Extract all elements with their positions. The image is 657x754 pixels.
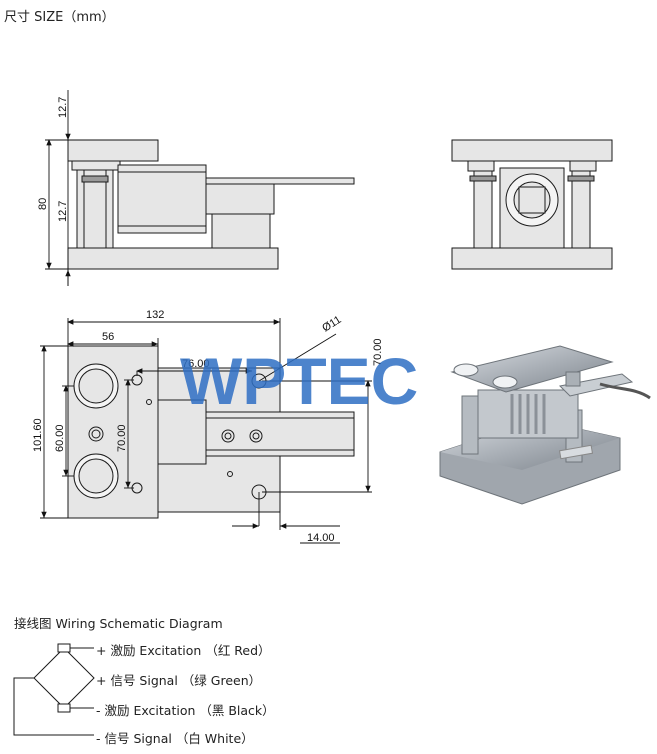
watermark-logo: WPTEC xyxy=(180,344,418,418)
side-view-dims xyxy=(45,90,158,286)
dim-width: 132 xyxy=(146,309,164,321)
wiring-schematic xyxy=(13,643,95,736)
dim-hole-span: 76.00 xyxy=(182,358,210,370)
wire-signal-negative: - 信号 Signal （白 White） xyxy=(96,731,254,746)
front-view xyxy=(451,139,613,270)
dim-left-section: 56 xyxy=(102,331,114,343)
dim-total-height: 80 xyxy=(37,198,49,210)
dim-inner-vertical-2: 70.00 xyxy=(116,424,128,452)
top-view xyxy=(67,345,355,519)
svg-text:WPTEC: WPTEC xyxy=(180,344,418,418)
dim-hole-diameter: Ø11 xyxy=(320,314,343,335)
wire-excitation-positive: + 激励 Excitation （红 Red） xyxy=(96,643,271,658)
dim-total-depth: 101.60 xyxy=(32,418,44,452)
dim-offset: 14.00 xyxy=(307,532,335,544)
wire-excitation-negative: - 激励 Excitation （黑 Black） xyxy=(96,703,275,718)
wire-signal-positive: + 信号 Signal （绿 Green） xyxy=(96,673,262,688)
dim-mid-thickness: 12.7 xyxy=(57,201,69,222)
dim-top-thickness: 12.7 xyxy=(57,97,69,118)
dim-right-vertical: 70.00 xyxy=(372,338,384,366)
dim-inner-vertical: 60.00 xyxy=(54,424,66,452)
page-title: 尺寸 SIZE（mm） xyxy=(4,10,115,25)
side-view xyxy=(67,139,355,270)
wiring-title: 接线图 Wiring Schematic Diagram xyxy=(14,616,223,631)
product-photo xyxy=(439,345,651,505)
top-view-dims xyxy=(40,318,372,530)
